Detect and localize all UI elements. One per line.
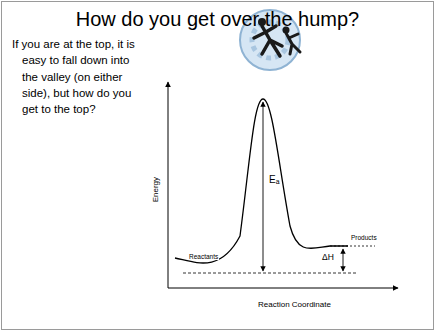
energy-curve xyxy=(175,99,348,263)
reactant-level xyxy=(183,273,358,274)
axis-label: Energy xyxy=(151,177,160,202)
coordinate-axis xyxy=(168,288,398,289)
energy-label: ΔH xyxy=(321,253,335,263)
product-level xyxy=(330,246,375,247)
state-label: Reactants xyxy=(188,253,219,260)
enthalpy-arrow xyxy=(343,249,344,271)
slide-title: How do you get over the hump? xyxy=(0,8,435,31)
energy-axis xyxy=(168,82,169,288)
axis-label: Reaction Coordinate xyxy=(258,300,331,309)
energy-label: Eₐ xyxy=(268,174,280,186)
body-text: If you are at the top, it is easy to fal… xyxy=(12,36,140,118)
state-label: Products xyxy=(350,234,378,241)
activation-arrow xyxy=(263,102,264,271)
